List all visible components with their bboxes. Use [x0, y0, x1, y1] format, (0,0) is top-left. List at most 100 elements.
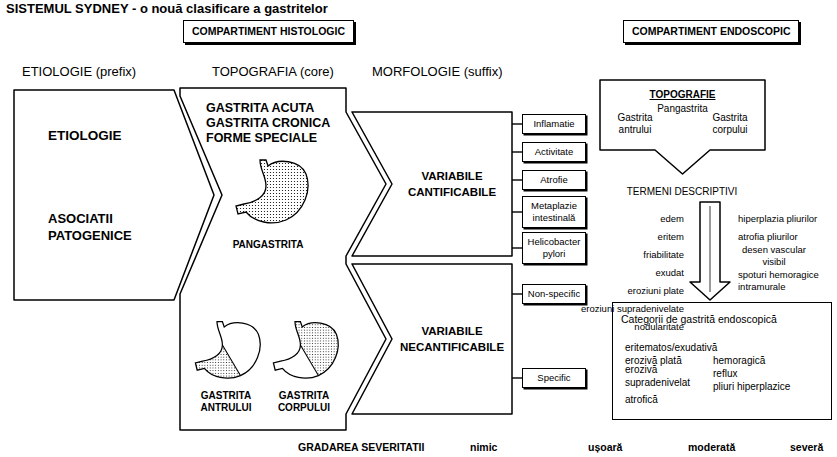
title-holder: SISTEMUL SYDNEY - o nouă clasificare a g… [6, 1, 328, 16]
label-holder: PANGASTRITA [226, 234, 310, 252]
text-holder: erozivă supradenivelat [625, 363, 705, 390]
section-heading: TERMENI DESCRIPTIVI [627, 186, 738, 198]
label-holder: moderată [688, 437, 735, 455]
panel-item: Gastrita antrului [606, 112, 664, 136]
tab-text: Activitate [525, 146, 583, 158]
scale-title: GRADAREA SEVERITATII [298, 441, 424, 454]
text-holder: ETIOLOGIE [48, 126, 168, 144]
descriptive-term: friabilitate [643, 249, 684, 261]
shape-outline [14, 90, 214, 300]
panel-item: reflux [713, 367, 737, 380]
descriptive-term: nodularitate [634, 321, 684, 333]
stomach-corpus [273, 322, 338, 379]
stomach-pangastritis [236, 160, 308, 223]
panel-item: erozivă supradenivelat [625, 363, 705, 389]
tab-text: Helicobacter pylori [525, 236, 583, 260]
descriptive-term: eroziuni supradenivelate [581, 303, 684, 315]
connector [512, 293, 522, 294]
text-holder: FORME SPECIALE [206, 128, 341, 146]
scale-grade: nimic [470, 441, 497, 454]
shape-outline-path [352, 112, 512, 256]
label-holder: desen vascular visibil [738, 244, 810, 269]
tab-text: Atrofie [525, 174, 583, 186]
descriptive-term: atrofia pliurilor [738, 231, 798, 243]
panel-heading: TOPOGRAFIE [650, 89, 716, 101]
variable-group: VARIABILE NECANTIFICABILE [352, 264, 512, 414]
shape-outline-path [352, 264, 512, 414]
panel-item: Gastrita corpului [701, 112, 759, 136]
scale-grade: moderată [688, 441, 735, 454]
text-holder: VARIABILE NECANTIFICABILE [396, 323, 508, 355]
connector [512, 179, 522, 180]
scale-grade: severă [790, 441, 823, 454]
label-holder: nimic [470, 437, 497, 455]
compartment-header: COMPARTIMENT HISTOLOGIC [183, 20, 354, 43]
label-holder: GASTRITA ANTRULUI [188, 390, 264, 415]
tab-text: Specific [525, 372, 583, 384]
text-holder: GASTRITA CRONICA [206, 113, 341, 131]
label-holder: eroziuni supradenivelate [554, 298, 684, 316]
panel-item: hemoragică [713, 354, 765, 367]
header-text: COMPARTIMENT ENDOSCOPIC [632, 25, 790, 38]
shape-text: VARIABILE CANTIFICABILE [396, 168, 508, 200]
panel-item: Pangastrita [657, 103, 708, 115]
shape-outline-path [14, 90, 214, 300]
text-holder: Gastrita antrului [606, 112, 664, 137]
stomach-antrum [195, 322, 260, 379]
descriptive-term: edem [660, 213, 684, 225]
text-holder: Gastrita corpului [701, 112, 759, 137]
label-holder: exudat [554, 262, 684, 280]
descriptive-term: eritem [658, 231, 684, 243]
descriptive-term: eroziuni plate [627, 285, 684, 297]
text-holder: ASOCIATII PATOGENICE [48, 210, 163, 244]
variable-tab: Activitate [522, 142, 586, 162]
label-holder: atrofia pliurilor [738, 226, 832, 244]
shape-text: GASTRITA ACUTA [206, 101, 314, 116]
compartment-header: COMPARTIMENT ENDOSCOPIC [623, 20, 799, 43]
text-holder: eritematos/exudativă [625, 337, 745, 355]
tab-text: Metaplazie intestinală [525, 200, 583, 224]
shape-outline-path [600, 80, 765, 174]
shape-text: VARIABILE NECANTIFICABILE [396, 323, 508, 355]
descriptive-term: desen vascular visibil [738, 244, 810, 268]
variable-tab: Helicobacter pylori [522, 232, 586, 264]
category-panel: Categorii de gastrită endoscopicăeritema… [612, 302, 832, 420]
header-text: COMPARTIMENT HISTOLOGIC [192, 25, 345, 38]
descriptive-term: exudat [655, 267, 684, 279]
connector [512, 211, 522, 212]
label-holder: spoturi hemoragice intramurale [738, 269, 832, 294]
figure-caption: GASTRITA CORPULUI [266, 390, 342, 414]
shape-outline [352, 264, 512, 414]
etiology-arrow: ETIOLOGIE ASOCIATII PATOGENICE [14, 90, 214, 300]
shape-text: FORME SPECIALE [206, 131, 317, 146]
label-holder: GRADAREA SEVERITATII [298, 437, 424, 455]
block-arrow [690, 202, 730, 300]
label-holder: TERMENI DESCRIPTIVI [622, 181, 742, 199]
variable-tab: Metaplazie intestinală [522, 196, 586, 228]
descriptive-term: hiperplazia pliurilor [738, 213, 817, 225]
label-holder: severă [790, 437, 823, 455]
column-heading: ETIOLOGIE (prefix) [22, 64, 136, 80]
column-heading: TOPOGRAFIA (core) [212, 64, 334, 80]
shape-outline [352, 112, 512, 256]
descriptive-term: spoturi hemoragice intramurale [738, 269, 832, 293]
shape-text: ASOCIATII PATOGENICE [48, 210, 163, 244]
connector [512, 247, 522, 248]
block-arrow-line [710, 206, 711, 292]
column-heading: MORFOLOGIE (suffix) [372, 64, 503, 80]
variable-tab: Non-specific [522, 284, 586, 304]
label-holder: GASTRITA CORPULUI [266, 390, 342, 415]
panel-item: pliuri hiperplazice [713, 380, 790, 393]
panel-item: eritematos/exudativă [625, 341, 717, 354]
figure-caption: PANGASTRITA [233, 239, 304, 251]
text-holder: TOPOGRAFIE [600, 84, 765, 102]
label-holder: TOPOGRAFIA (core) [212, 62, 334, 80]
connector [512, 123, 522, 124]
panel-item: atrofică [625, 393, 658, 406]
text-holder: hemoragică [713, 350, 823, 368]
variable-tab: Inflamatie [522, 114, 586, 134]
shape-text: GASTRITA CRONICA [206, 116, 330, 131]
label-holder: hiperplazia pliurilor [738, 208, 832, 226]
tab-text: Inflamatie [525, 118, 583, 130]
